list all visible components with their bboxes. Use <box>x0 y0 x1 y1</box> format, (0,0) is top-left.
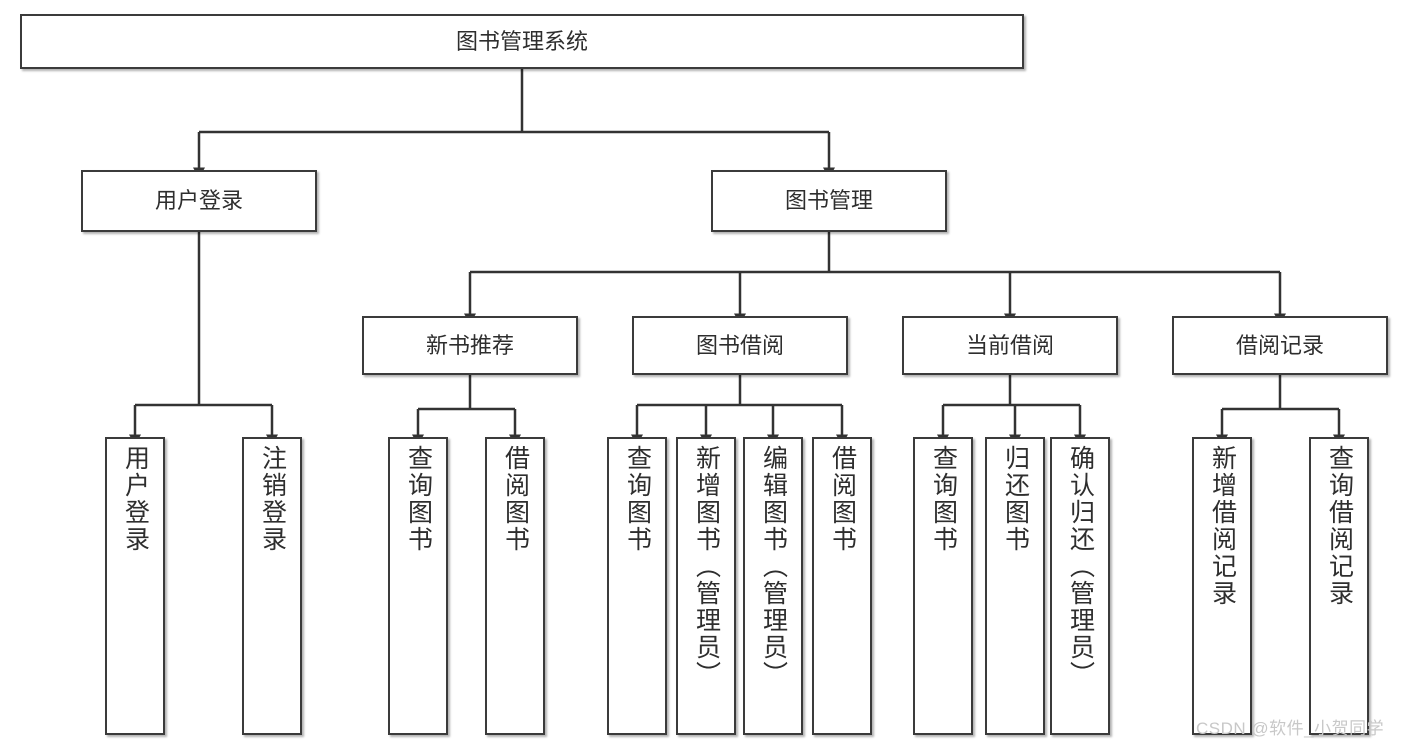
node-leaf_rec_borrow[interactable]: 借阅图书 <box>485 437 545 735</box>
node-label: 新增借阅记录 <box>1208 445 1237 607</box>
node-label: 查询图书 <box>623 445 652 553</box>
edges-group <box>135 69 1339 436</box>
node-leaf_br_query[interactable]: 查询借阅记录 <box>1309 437 1369 735</box>
node-book_borrow[interactable]: 图书借阅 <box>632 316 848 375</box>
node-new_book_rec[interactable]: 新书推荐 <box>362 316 578 375</box>
csdn-watermark: CSDN @软件_小贺同学 <box>1196 719 1385 738</box>
node-label: 图书借阅 <box>695 332 784 358</box>
node-label: 用户登录 <box>121 445 150 553</box>
node-label: 查询借阅记录 <box>1325 445 1354 607</box>
node-label: 图书管理系统 <box>455 28 588 54</box>
node-leaf_cb_query[interactable]: 查询图书 <box>913 437 973 735</box>
node-label: 借阅图书 <box>828 445 857 553</box>
node-leaf_bb_add[interactable]: 新增图书（管理员） <box>676 437 736 735</box>
node-leaf_user_login[interactable]: 用户登录 <box>105 437 165 735</box>
node-label: 编辑图书（管理员） <box>759 445 788 688</box>
node-label: 图书管理 <box>784 188 873 214</box>
node-book_mgmt[interactable]: 图书管理 <box>711 170 947 232</box>
node-label: 借阅记录 <box>1235 332 1324 358</box>
node-leaf_user_logout[interactable]: 注销登录 <box>242 437 302 735</box>
node-leaf_br_add[interactable]: 新增借阅记录 <box>1192 437 1252 735</box>
node-label: 当前借阅 <box>965 332 1054 358</box>
node-leaf_bb_edit[interactable]: 编辑图书（管理员） <box>743 437 803 735</box>
node-borrow_record[interactable]: 借阅记录 <box>1172 316 1388 375</box>
node-user_login[interactable]: 用户登录 <box>81 170 317 232</box>
node-leaf_cb_confirm[interactable]: 确认归还（管理员） <box>1050 437 1110 735</box>
node-leaf_bb_borrow[interactable]: 借阅图书 <box>812 437 872 735</box>
node-label: 借阅图书 <box>501 445 530 553</box>
node-label: 注销登录 <box>258 445 287 553</box>
node-label: 确认归还（管理员） <box>1066 445 1095 688</box>
node-label: 新书推荐 <box>425 332 514 358</box>
node-leaf_rec_query[interactable]: 查询图书 <box>388 437 448 735</box>
node-current_borrow[interactable]: 当前借阅 <box>902 316 1118 375</box>
node-label: 查询图书 <box>929 445 958 553</box>
node-leaf_bb_query[interactable]: 查询图书 <box>607 437 667 735</box>
node-label: 查询图书 <box>404 445 433 553</box>
node-label: 新增图书（管理员） <box>692 445 721 688</box>
node-label: 用户登录 <box>154 188 243 214</box>
node-label: 归还图书 <box>1001 445 1030 553</box>
node-root[interactable]: 图书管理系统 <box>20 14 1024 69</box>
node-leaf_cb_return[interactable]: 归还图书 <box>985 437 1045 735</box>
